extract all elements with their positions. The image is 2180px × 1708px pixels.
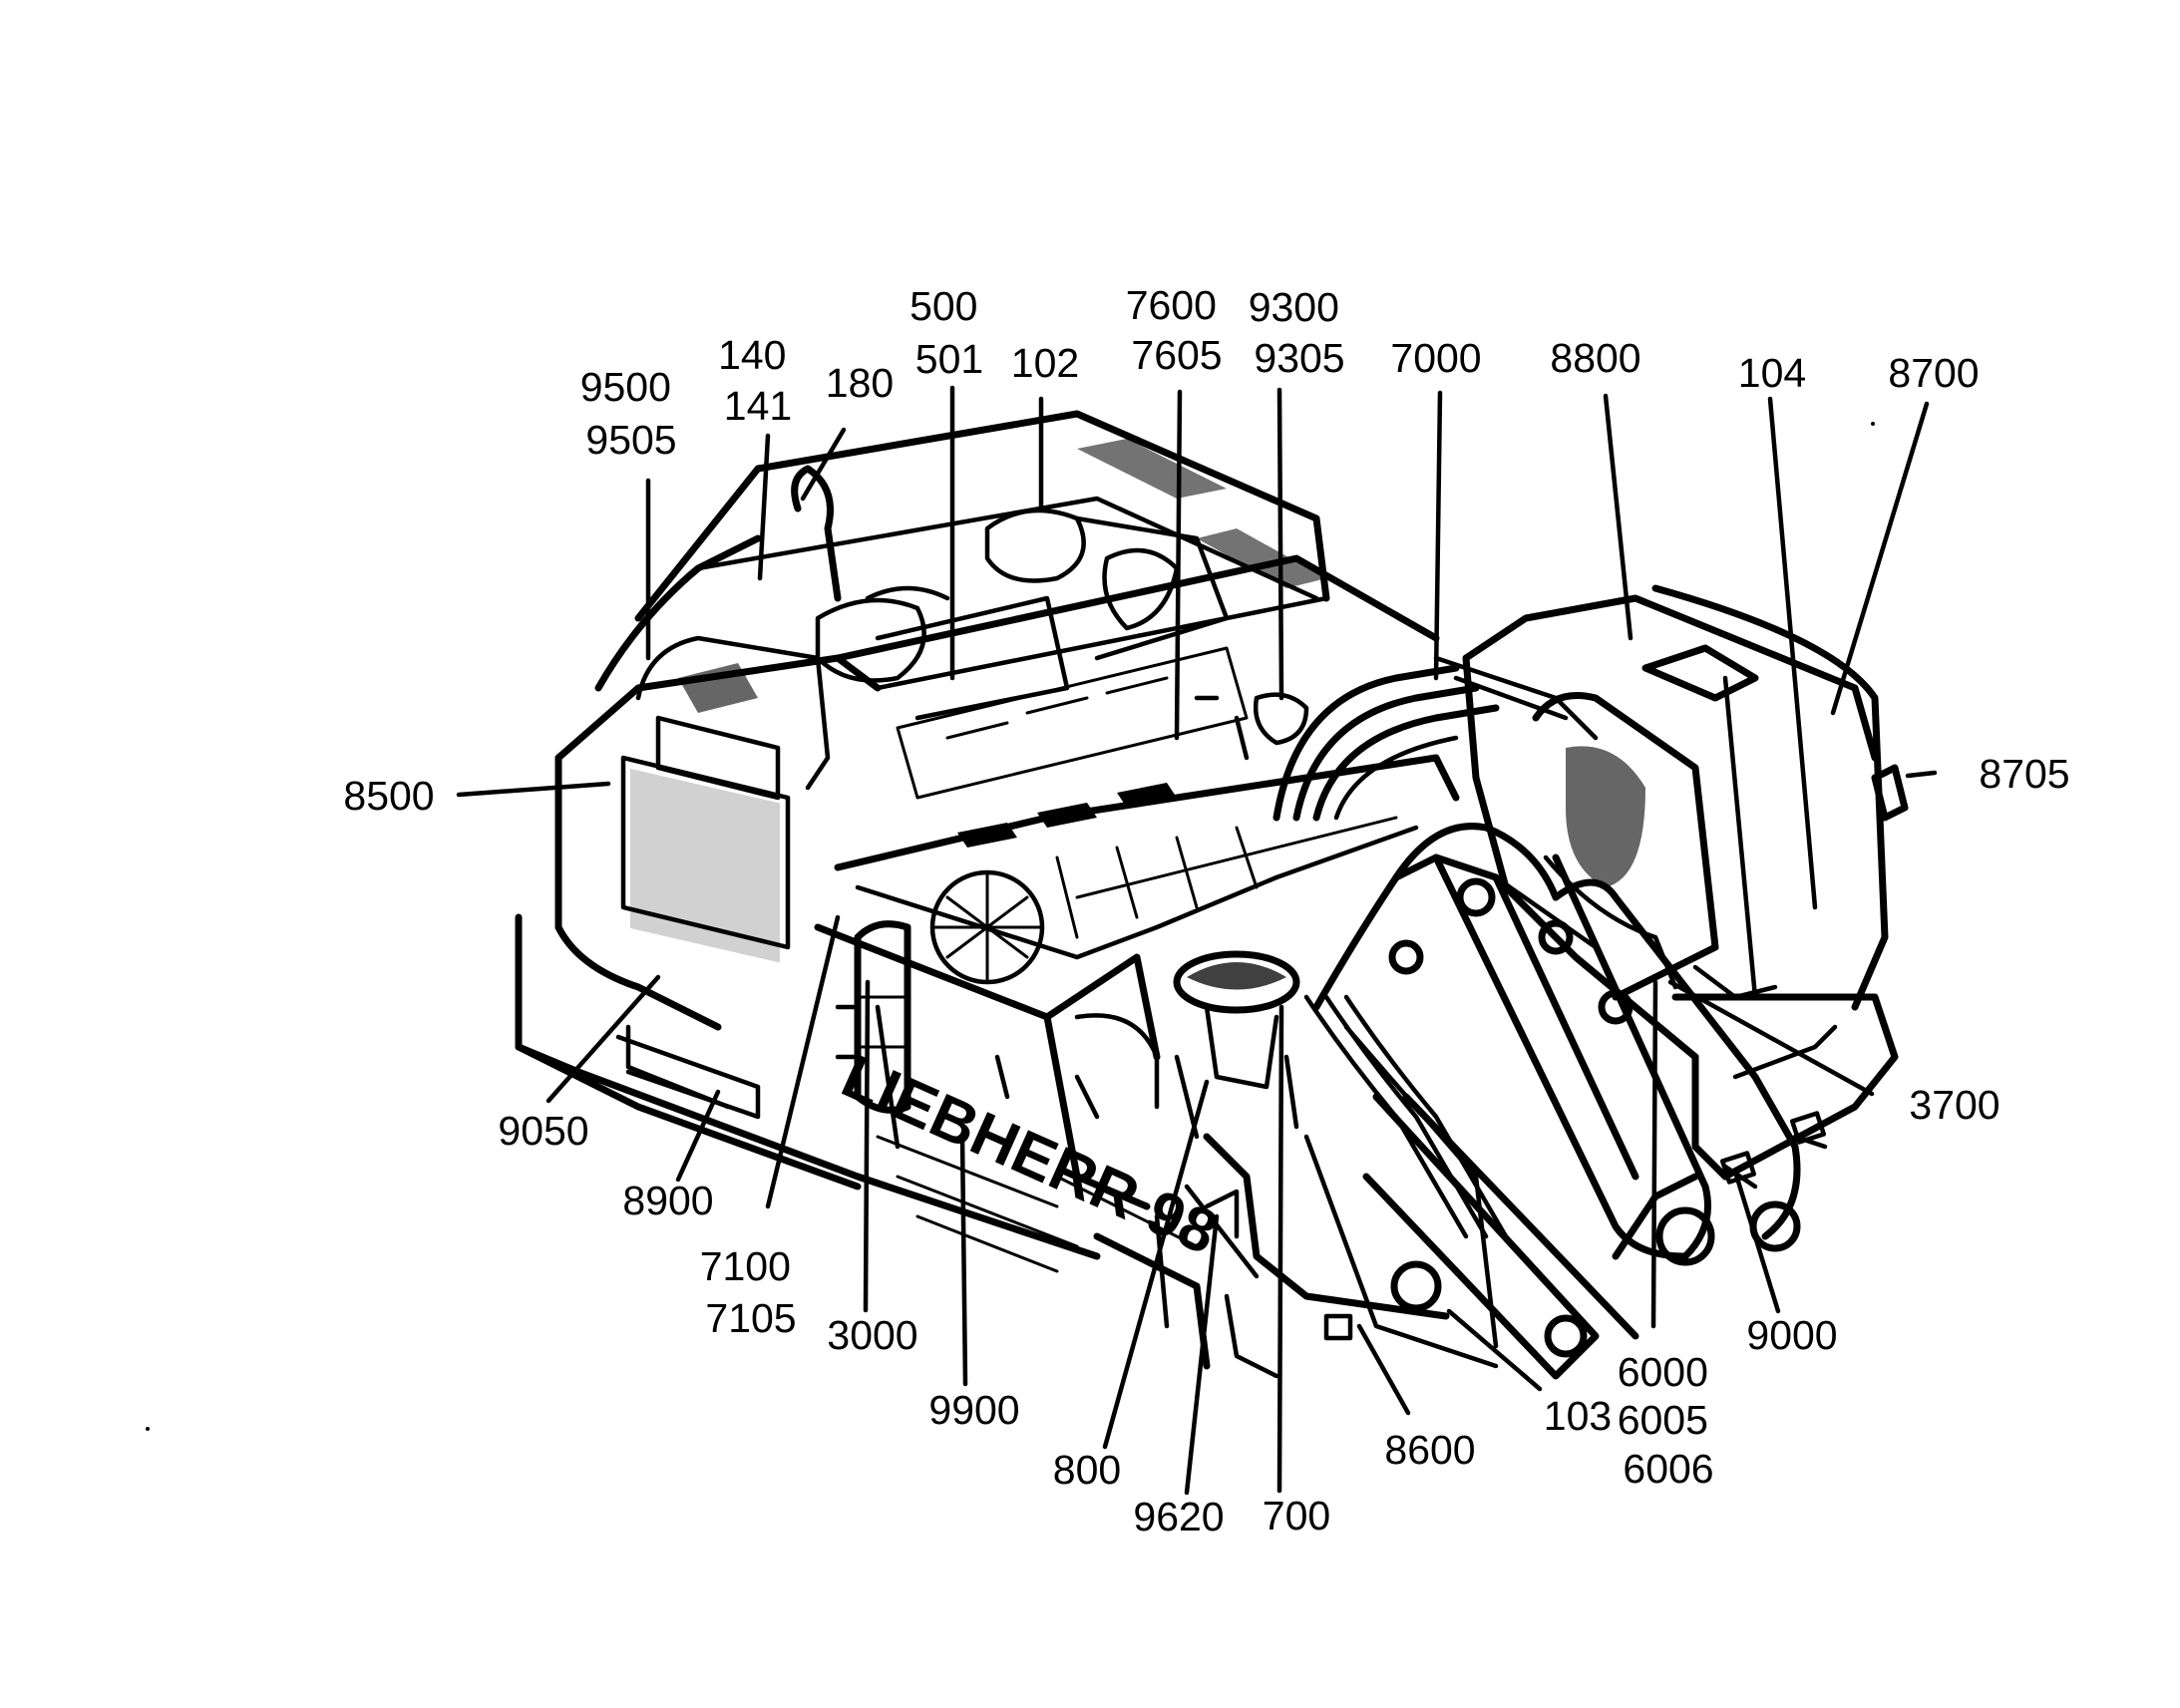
callout-line: 141	[724, 383, 792, 429]
callout-3700: 3700	[1909, 1082, 1999, 1128]
callout-line: 104	[1738, 350, 1806, 396]
callout-line: 9505	[585, 417, 676, 463]
callout-140: 140 141	[718, 332, 798, 429]
callout-7600: 7600 7605	[1126, 282, 1229, 378]
callout-8900: 8900	[622, 1178, 713, 1223]
callout-line: 9620	[1133, 1494, 1224, 1539]
callout-9620: 9620	[1133, 1494, 1224, 1539]
callout-line: 8900	[622, 1178, 713, 1223]
callout-103: 103	[1544, 1393, 1612, 1439]
callout-line: 9050	[498, 1108, 588, 1154]
callout-104: 104	[1738, 350, 1806, 396]
callout-line: 9900	[928, 1387, 1019, 1433]
callout-line: 6000	[1618, 1349, 1708, 1395]
callout-9300: 9300 9305	[1249, 284, 1351, 381]
callout-8500: 8500	[343, 773, 434, 819]
callout-line: 7100	[700, 1243, 791, 1289]
callout-9000: 9000	[1746, 1312, 1837, 1358]
callout-500: 500 501	[909, 283, 989, 382]
callouts: 9500 9505 140 141 180 500 501 102 7600 7…	[343, 282, 2069, 1539]
callout-line: 700	[1263, 1493, 1330, 1538]
callout-line: 3000	[827, 1312, 917, 1358]
callout-line: 9305	[1254, 335, 1344, 381]
callout-line: 180	[826, 360, 894, 406]
callout-8700: 8700	[1888, 350, 1979, 396]
callout-9500: 9500 9505	[580, 364, 683, 463]
callout-line: 8500	[343, 773, 434, 819]
callout-line: 8600	[1384, 1427, 1475, 1473]
callout-line: 8800	[1550, 335, 1640, 381]
callout-3000: 3000	[827, 1312, 917, 1358]
callout-8705: 8705	[1979, 751, 2069, 797]
callout-7000: 7000	[1390, 335, 1481, 381]
callout-line: 103	[1544, 1393, 1612, 1439]
callout-700: 700	[1263, 1493, 1330, 1538]
callout-line: 500	[909, 283, 977, 329]
callout-line: 501	[915, 336, 983, 382]
callout-line: 6006	[1623, 1446, 1713, 1492]
callout-line: 7105	[705, 1295, 796, 1341]
callout-180: 180	[826, 360, 894, 406]
callout-6000: 6000 6005 6006	[1618, 1349, 1720, 1492]
callout-line: 3700	[1909, 1082, 1999, 1128]
callout-line: 800	[1053, 1447, 1121, 1493]
callout-9050: 9050	[498, 1108, 588, 1154]
callout-line: 9500	[580, 364, 671, 410]
callout-800: 800	[1053, 1447, 1121, 1493]
callout-9900: 9900	[928, 1387, 1019, 1433]
callout-line: 9000	[1746, 1312, 1837, 1358]
leader-lines	[456, 385, 1938, 1496]
callout-line: 7605	[1131, 332, 1222, 378]
callout-line: 7600	[1126, 282, 1217, 328]
callout-102: 102	[1011, 340, 1079, 386]
slew-ring	[1173, 950, 1300, 1014]
callout-line: 140	[718, 332, 786, 378]
radiator-grille-mesh	[630, 768, 780, 963]
machine-drawing: LIEBHERR 98	[146, 410, 1909, 1431]
callout-line: 9300	[1249, 284, 1339, 330]
callout-line: 8705	[1979, 751, 2069, 797]
callout-7100: 7100 7105	[700, 1243, 803, 1341]
callout-line: 7000	[1390, 335, 1481, 381]
callout-line: 8700	[1888, 350, 1979, 396]
callout-8800: 8800	[1550, 335, 1640, 381]
callout-line: 6005	[1618, 1397, 1708, 1443]
callout-8600: 8600	[1384, 1427, 1475, 1473]
callout-line: 102	[1011, 340, 1079, 386]
